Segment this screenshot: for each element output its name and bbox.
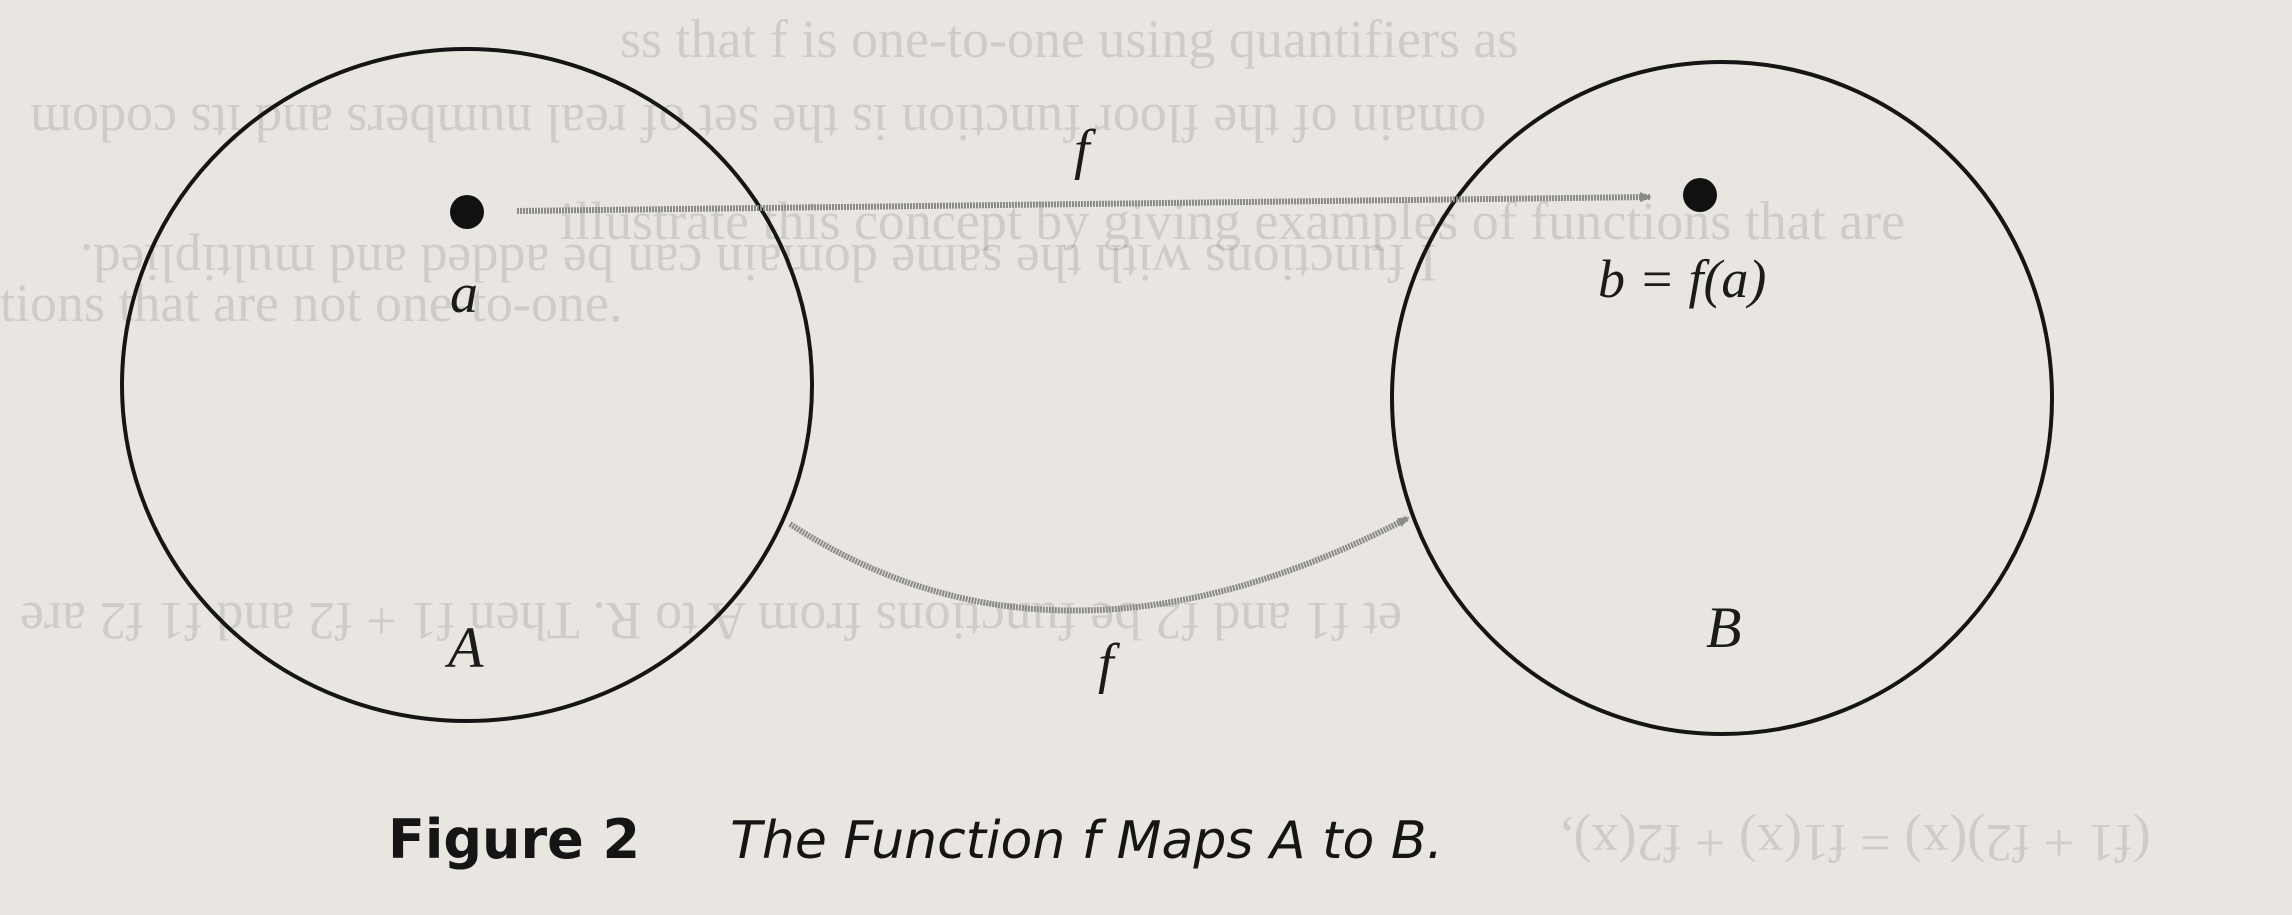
set-b-label: B <box>1706 595 1742 660</box>
element-a-label: a <box>450 263 478 325</box>
element-a-dot <box>450 195 484 229</box>
element-b-label: b = f(a) <box>1598 249 1767 309</box>
set-a-label: A <box>448 615 484 680</box>
set-a-circle <box>120 47 814 723</box>
arrow-set-a-to-set-b <box>788 515 1410 614</box>
bleed-through-line: tions that are not one-to-one. <box>0 273 623 333</box>
bleed-through-line: ss that f is one-to-one using quantifier… <box>620 9 1519 69</box>
arrow-bottom-label: f <box>1098 633 1114 695</box>
arrow-a-to-b <box>516 192 1652 214</box>
caption-text: The Function f Maps A to B. <box>730 811 1444 871</box>
figure-number: Figure 2 <box>388 808 641 871</box>
arrow-top-label: f <box>1074 119 1090 181</box>
set-b-circle <box>1390 60 2054 736</box>
figure-caption: Figure 2 The Function f Maps A to B. <box>388 808 1443 871</box>
element-b-dot <box>1683 178 1717 212</box>
